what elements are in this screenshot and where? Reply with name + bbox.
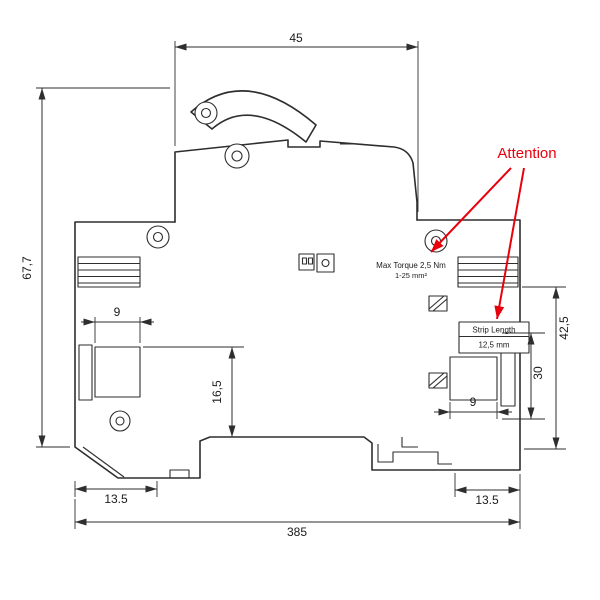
terminal-clamp-right [457,256,519,288]
dim-right-height: 42,5 [557,316,571,340]
dim-right-depth: 30 [531,366,545,380]
foot-inner-edge [82,446,125,478]
right-top-screw [424,229,448,253]
left-bottom-screw-center [115,416,125,426]
dim-overall-width: 385 [287,525,307,539]
left-terminal-cavity [94,346,141,398]
lever-end-screw-center [200,107,212,119]
toggle-lever [190,90,317,143]
right-terminal-slot [500,349,516,407]
left-top-screw [146,225,170,249]
attention-annotation: Attention [430,145,557,320]
lever-end-screw [194,101,218,125]
din-clip-hook [401,437,418,448]
wire-entry-top-right [428,295,448,312]
lever-pivot-screw [224,143,250,169]
wire-entry-bottom-right [428,372,448,389]
dim-top-width: 45 [289,31,303,45]
left-top-screw-center [152,231,164,243]
left-bottom-screw [109,410,131,432]
foot-notch [169,469,190,479]
attention-label: Attention [497,145,556,162]
dim-left-foot-offset: 13.5 [104,492,128,506]
strip-length-value: 12,5 mm [478,341,509,350]
part-annotations: Max Torque 2,5 Nm 1-25 mm² Strip Length … [376,261,530,354]
toggle-housing [174,139,418,223]
lever-pivot-center [231,150,243,162]
dim-left-terminal-width: 9 [114,305,121,319]
terminal-clamp-left [77,256,141,288]
strip-length-box: Strip Length 12,5 mm [458,321,530,354]
dim-left-terminal-depth: 16,5 [210,380,224,404]
attention-arrow-torque [430,167,512,253]
dim-right-terminal-width: 9 [470,395,477,409]
right-terminal-cavity [449,356,498,401]
attention-arrow-strip-length [494,167,525,320]
dim-overall-height: 67,7 [20,256,34,280]
din-clip-spring [377,444,452,465]
certification-marks [298,253,335,273]
left-terminal-slot [78,344,93,401]
dimension-lines [38,43,560,526]
max-torque-text: Max Torque 2,5 Nm [376,261,446,270]
max-torque-wire-range: 1-25 mm² [395,271,428,280]
main-body [74,219,521,479]
breaker-outline [74,90,521,479]
dimension-annotations: 45 67,7 9 16,5 13.5 385 42,5 30 9 13.5 [20,31,571,539]
strip-length-title: Strip Length [472,326,515,335]
dim-right-foot-offset: 13.5 [475,493,499,507]
